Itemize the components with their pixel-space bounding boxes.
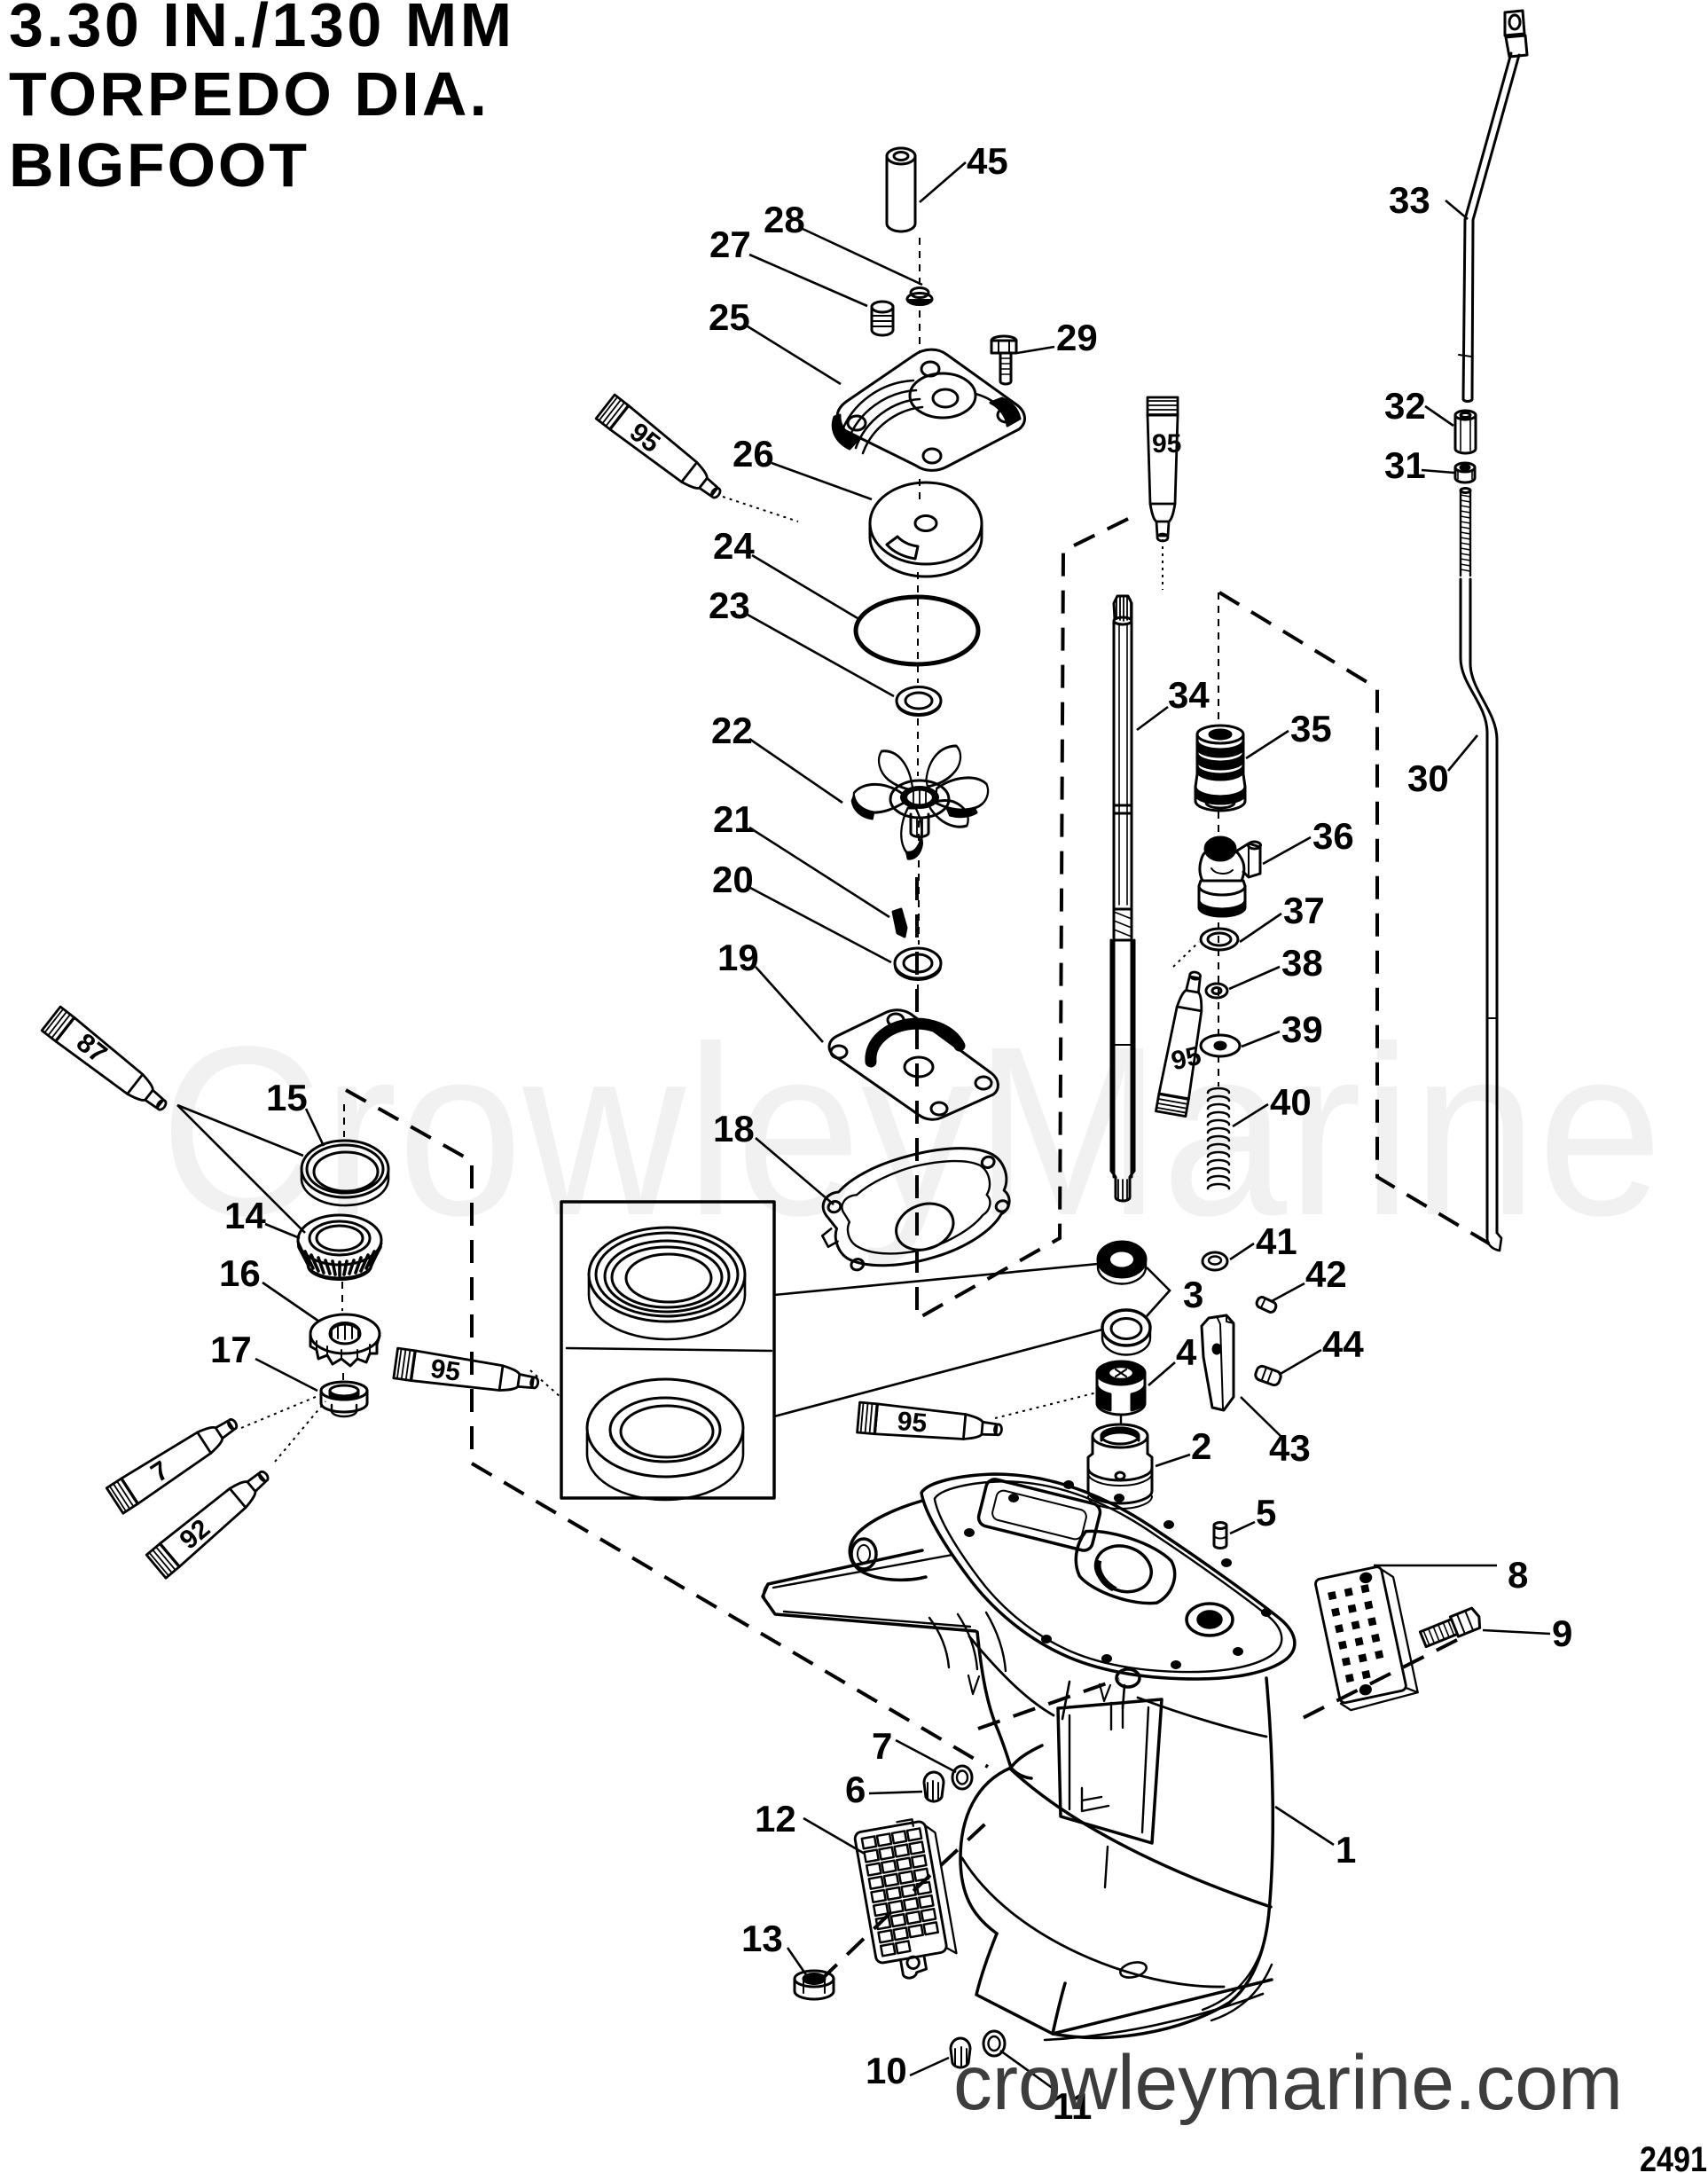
svg-text:41: 41 xyxy=(1256,1220,1297,1262)
svg-text:16: 16 xyxy=(219,1252,261,1294)
svg-text:25: 25 xyxy=(709,296,750,338)
svg-text:7: 7 xyxy=(872,1725,892,1767)
svg-text:28: 28 xyxy=(764,199,805,240)
svg-text:CrowleyMarine: CrowleyMarine xyxy=(160,996,1663,1267)
svg-text:95: 95 xyxy=(1152,429,1181,459)
svg-text:8: 8 xyxy=(1508,1554,1528,1596)
svg-text:TORPEDO DIA.: TORPEDO DIA. xyxy=(9,59,487,129)
svg-text:35: 35 xyxy=(1290,708,1332,749)
svg-text:23: 23 xyxy=(709,584,750,626)
svg-text:4: 4 xyxy=(1176,1331,1197,1373)
svg-text:3: 3 xyxy=(1183,1274,1203,1315)
svg-text:32: 32 xyxy=(1384,385,1426,427)
svg-text:37: 37 xyxy=(1283,890,1325,931)
svg-text:40: 40 xyxy=(1270,1081,1312,1123)
svg-text:42: 42 xyxy=(1305,1253,1347,1295)
svg-text:6: 6 xyxy=(845,1769,866,1810)
svg-text:10: 10 xyxy=(866,2050,907,2091)
svg-text:BIGFOOT: BIGFOOT xyxy=(9,130,307,200)
svg-text:9: 9 xyxy=(1552,1612,1572,1654)
svg-text:33: 33 xyxy=(1389,179,1430,221)
svg-text:11: 11 xyxy=(1053,2085,1092,2127)
svg-text:31: 31 xyxy=(1384,444,1426,486)
svg-text:43: 43 xyxy=(1269,1427,1311,1469)
svg-text:18: 18 xyxy=(713,1108,755,1149)
svg-text:95: 95 xyxy=(896,1407,928,1439)
svg-text:2491: 2491 xyxy=(1640,2140,1707,2173)
svg-text:1: 1 xyxy=(1336,1829,1356,1871)
svg-text:22: 22 xyxy=(711,710,753,751)
svg-text:44: 44 xyxy=(1322,1323,1364,1365)
svg-text:crowleymarine.com: crowleymarine.com xyxy=(953,2040,1623,2126)
svg-text:12: 12 xyxy=(755,1798,796,1840)
svg-text:45: 45 xyxy=(967,140,1008,182)
svg-text:15: 15 xyxy=(266,1077,308,1118)
svg-text:26: 26 xyxy=(733,433,774,475)
svg-text:21: 21 xyxy=(713,798,755,840)
svg-text:38: 38 xyxy=(1281,942,1323,984)
svg-text:20: 20 xyxy=(712,859,754,900)
svg-text:24: 24 xyxy=(713,525,755,567)
svg-text:39: 39 xyxy=(1281,1008,1323,1050)
svg-text:30: 30 xyxy=(1407,757,1449,799)
svg-text:2: 2 xyxy=(1191,1425,1211,1467)
svg-text:5: 5 xyxy=(1256,1492,1276,1534)
svg-text:13: 13 xyxy=(741,1918,783,1959)
svg-text:95: 95 xyxy=(1169,1041,1204,1077)
svg-text:36: 36 xyxy=(1312,815,1354,857)
svg-text:29: 29 xyxy=(1056,317,1098,358)
svg-text:3.30 IN./130 MM: 3.30 IN./130 MM xyxy=(9,0,512,59)
svg-text:14: 14 xyxy=(224,1195,266,1236)
svg-text:17: 17 xyxy=(210,1329,252,1370)
svg-text:34: 34 xyxy=(1168,674,1210,716)
svg-text:19: 19 xyxy=(717,937,759,978)
svg-text:27: 27 xyxy=(709,224,751,265)
svg-text:95: 95 xyxy=(428,1354,462,1387)
